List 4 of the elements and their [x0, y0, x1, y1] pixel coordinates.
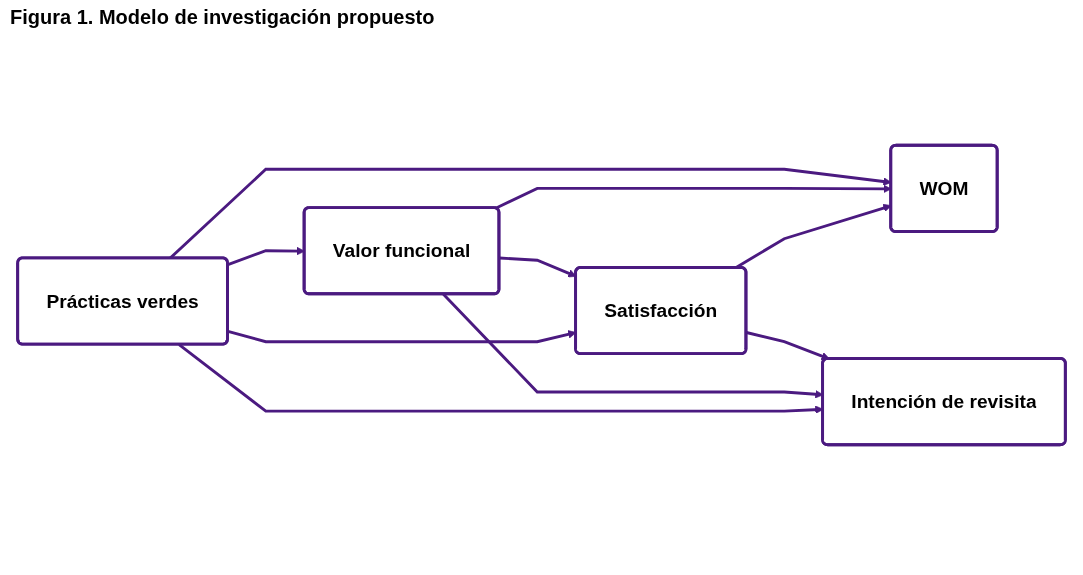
figure-title: Figura 1. Modelo de investigación propuesto [10, 6, 435, 29]
arrow [227, 246, 305, 266]
arrow [499, 256, 577, 278]
arrow [746, 331, 830, 361]
